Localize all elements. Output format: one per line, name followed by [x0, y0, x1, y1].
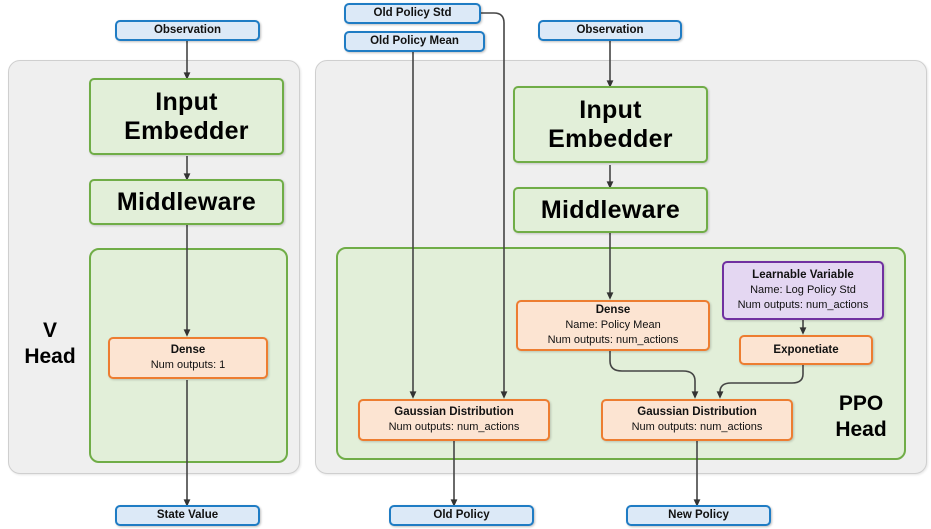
v-head-input-embedder-label: Input Embedder [124, 87, 249, 145]
ppo-head-middleware[interactable]: Middleware [513, 187, 708, 233]
output-old-policy[interactable]: Old Policy [389, 505, 534, 526]
gaussian-old-title: Gaussian Distribution [394, 406, 514, 418]
gaussian-old-num-outputs: Num outputs: num_actions [388, 421, 520, 433]
ppo-head-dense-policy-mean-title: Dense [595, 304, 631, 316]
input-old-policy-mean[interactable]: Old Policy Mean [344, 31, 485, 52]
ppo-head-group-label-line2: Head [835, 418, 887, 441]
output-state-value-label: State Value [156, 509, 219, 521]
ppo-head-dense-policy-mean-num-outputs: Num outputs: num_actions [547, 334, 679, 346]
output-new-policy[interactable]: New Policy [626, 505, 771, 526]
ppo-head-dense-policy-mean-name: Name: Policy Mean [565, 319, 661, 331]
ppo-head-learnable-variable[interactable]: Learnable Variable Name: Log Policy Std … [722, 261, 884, 320]
v-head-dense-num-outputs: Num outputs: 1 [150, 359, 226, 371]
v-head-group-label-line2: Head [24, 345, 76, 368]
ppo-head-gaussian-distribution-new[interactable]: Gaussian Distribution Num outputs: num_a… [601, 399, 793, 441]
v-head-dense-title: Dense [170, 344, 206, 356]
input-old-policy-std-label: Old Policy Std [373, 7, 452, 19]
ppo-head-input-embedder[interactable]: Input Embedder [513, 86, 708, 163]
ppo-head-middleware-label: Middleware [540, 195, 681, 224]
input-observation-ppo-head[interactable]: Observation [538, 20, 682, 41]
ppo-head-dense-policy-mean[interactable]: Dense Name: Policy Mean Num outputs: num… [516, 300, 710, 351]
ppo-head-group-label: PPO Head [820, 391, 902, 443]
ppo-head-gaussian-distribution-old[interactable]: Gaussian Distribution Num outputs: num_a… [358, 399, 550, 441]
ppo-head-input-embedder-label: Input Embedder [548, 95, 673, 153]
v-head-middleware-label: Middleware [116, 187, 257, 216]
ppo-head-learnable-variable-name: Name: Log Policy Std [750, 284, 856, 296]
output-state-value[interactable]: State Value [115, 505, 260, 526]
input-observation-v-head-label: Observation [153, 24, 222, 36]
ppo-head-group-label-line1: PPO [838, 392, 884, 415]
v-head-input-embedder[interactable]: Input Embedder [89, 78, 284, 155]
gaussian-new-title: Gaussian Distribution [637, 406, 757, 418]
gaussian-new-num-outputs: Num outputs: num_actions [631, 421, 763, 433]
v-head-group-label: V Head [12, 318, 88, 370]
output-old-policy-label: Old Policy [433, 509, 490, 521]
input-observation-v-head[interactable]: Observation [115, 20, 260, 41]
output-new-policy-label: New Policy [668, 509, 729, 521]
v-head-group-label-line1: V [42, 319, 57, 342]
v-head-middleware[interactable]: Middleware [89, 179, 284, 225]
input-observation-ppo-head-label: Observation [576, 24, 644, 36]
ppo-head-learnable-variable-num-outputs: Num outputs: num_actions [737, 299, 869, 311]
input-old-policy-mean-label: Old Policy Mean [370, 35, 459, 47]
ppo-head-learnable-variable-title: Learnable Variable [752, 269, 854, 281]
v-head-dense[interactable]: Dense Num outputs: 1 [108, 337, 268, 379]
input-old-policy-std[interactable]: Old Policy Std [344, 3, 481, 24]
ppo-head-exponetiate[interactable]: Exponetiate [739, 335, 873, 365]
ppo-head-exponetiate-title: Exponetiate [773, 343, 839, 356]
